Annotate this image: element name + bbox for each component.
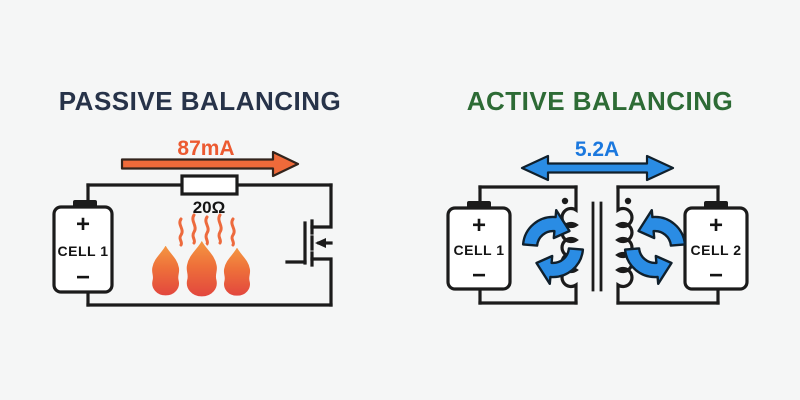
battery-plus: + <box>709 212 723 239</box>
mosfet-icon <box>285 183 333 307</box>
battery-body <box>683 206 749 291</box>
transformer-icon <box>560 185 634 305</box>
active-balancing-title: ACTIVE BALANCING <box>466 86 734 116</box>
transformer-core <box>591 201 603 292</box>
mosfet-source <box>310 257 333 307</box>
active-circuit-diagram: 5.2A + CELL 1 − + CELL 2 − <box>446 138 749 305</box>
battery-plus: + <box>472 212 486 239</box>
polarity-dot <box>561 197 569 205</box>
mosfet-drain <box>310 183 333 229</box>
battery-icon: + CELL 1 − <box>446 201 512 291</box>
passive-current-value: 87mA <box>177 137 234 160</box>
battery-minus: − <box>709 262 723 289</box>
battery-body <box>446 206 512 291</box>
transformer-primary-coil <box>560 185 579 305</box>
passive-circuit-diagram: 87mA 20Ω + CELL 1 − <box>52 137 333 307</box>
battery-icon: + CELL 1 − <box>52 200 114 294</box>
bidirectional-arrow-icon <box>520 154 675 182</box>
battery-body <box>52 205 114 294</box>
battery-label: CELL 2 <box>691 242 742 258</box>
transformer-secondary-coil <box>615 185 634 305</box>
battery-label: CELL 1 <box>454 242 505 258</box>
resistor-icon <box>180 174 239 196</box>
resistor-value: 20Ω <box>193 198 226 217</box>
battery-label: CELL 1 <box>58 243 109 259</box>
current-arrow-icon <box>120 150 300 178</box>
polarity-dot <box>624 197 632 205</box>
active-current-value: 5.2A <box>575 138 619 161</box>
heat-waves-icon <box>178 213 236 247</box>
mosfet-arrow <box>315 238 326 248</box>
battery-minus: − <box>472 262 486 289</box>
cycle-arrow-ccw-icon <box>625 210 685 284</box>
battery-minus: − <box>76 264 90 291</box>
battery-plus: + <box>76 211 90 238</box>
battery-icon: + CELL 2 − <box>683 201 749 291</box>
passive-balancing-title: PASSIVE BALANCING <box>58 86 342 116</box>
cycle-arrow-cw-icon <box>523 210 583 284</box>
flame-icon <box>150 238 252 299</box>
